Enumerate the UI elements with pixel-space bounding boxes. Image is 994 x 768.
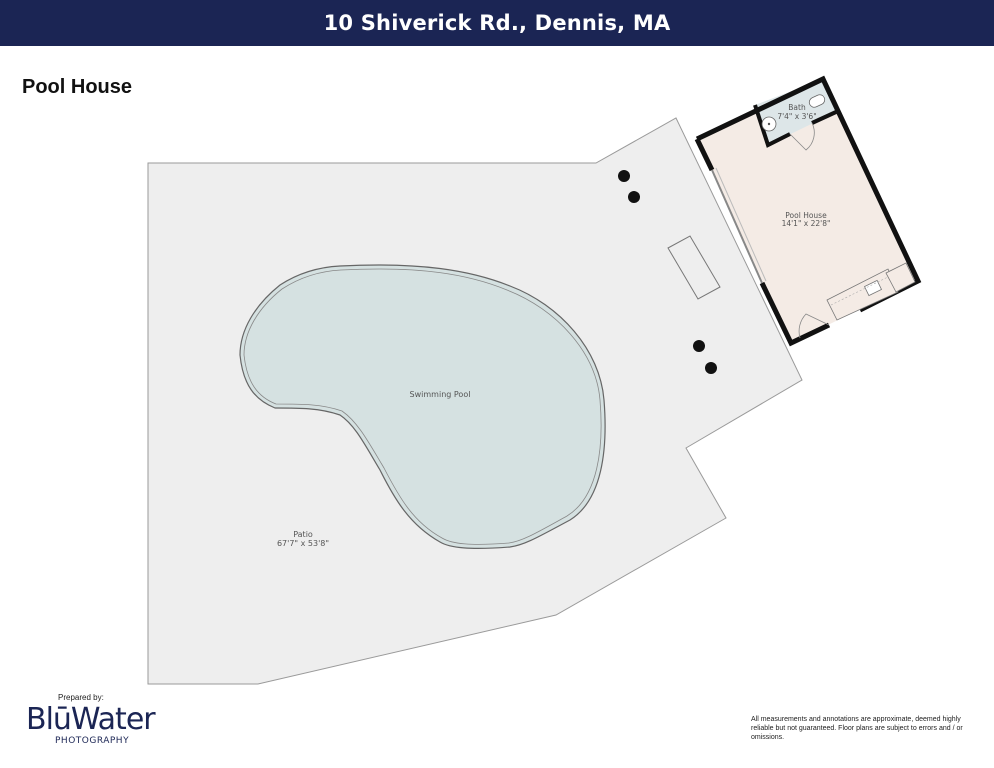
- floor-title: Pool House: [22, 76, 133, 98]
- property-address: 10 Shiverick Rd., Dennis, MA: [323, 11, 671, 35]
- patio-label: Patio: [293, 530, 313, 539]
- pool-house-wall-left: [694, 137, 715, 172]
- pool-house-wall-bottom: [759, 281, 831, 347]
- bath-sink-drain: [767, 122, 771, 126]
- bath-door-swing: [789, 122, 815, 151]
- pool-house-dims: 14'1" x 22'8": [782, 219, 831, 228]
- mini-fridge: [885, 262, 916, 293]
- swimming-pool-water: [243, 268, 602, 545]
- brand-subtitle: PHOTOGRAPHY: [55, 736, 130, 746]
- bench: [667, 235, 721, 300]
- sliding-door: [711, 169, 763, 284]
- bath-label: Bath: [788, 103, 806, 112]
- counter-edge: [830, 275, 891, 306]
- bath-room: [755, 79, 836, 145]
- kitchenette-sink: [863, 279, 883, 297]
- bath-dims: 7'4" x 3'6": [777, 112, 816, 121]
- bath-wall: [753, 104, 791, 148]
- pool-label: Swimming Pool: [410, 390, 471, 399]
- entry-door-swing: [798, 313, 830, 339]
- pool-house-label: Pool House: [785, 211, 827, 220]
- brand-logo: BlūWater: [26, 702, 156, 737]
- post-4: [705, 362, 717, 374]
- post-1: [618, 170, 630, 182]
- patio-dims: 67'7" x 53'8": [277, 539, 329, 548]
- pool-house-room: [697, 79, 918, 343]
- kitchenette-counter: [826, 268, 899, 321]
- prepared-by-label: Prepared by:: [58, 693, 104, 702]
- header-bar: 10 Shiverick Rd., Dennis, MA: [0, 0, 994, 46]
- sliding-door-inner: [715, 167, 767, 282]
- disclaimer-text: All measurements and annotations are app…: [751, 716, 963, 741]
- bath-wall-bottom: [811, 110, 837, 125]
- post-2: [628, 191, 640, 203]
- post-3: [693, 340, 705, 352]
- bath-toilet: [808, 94, 826, 108]
